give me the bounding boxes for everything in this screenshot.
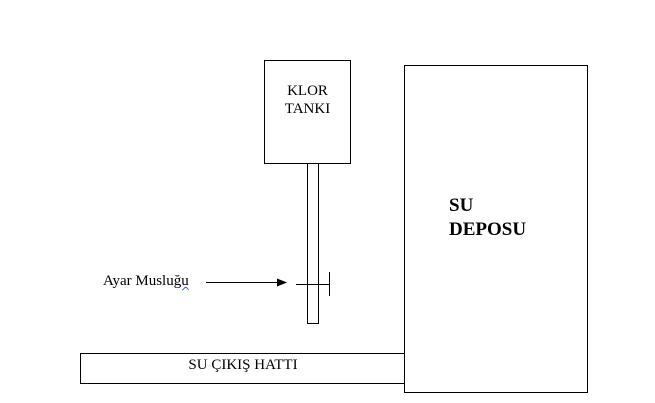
water-depot-label: SU DEPOSU (449, 194, 526, 242)
water-depot-label-line2: DEPOSU (449, 219, 527, 240)
chlorine-tank-label-line1: KLOR (287, 83, 328, 99)
valve-label-flagged: ğu (173, 273, 189, 289)
chlorine-tank-label-line2: TANKI (284, 101, 331, 117)
water-depot-label-line1: SU (449, 195, 474, 216)
chlorine-tank-label: KLOR TANKI (264, 82, 351, 118)
valve-label: Ayar Musluğu (103, 272, 189, 290)
valve-label-prefix: Ayar Muslu (103, 273, 174, 289)
outlet-line-label: SU ÇIKIŞ HATTI (188, 357, 298, 373)
feed-pipe (307, 163, 319, 324)
outlet-line-box (80, 353, 405, 384)
water-depot-box (404, 65, 588, 393)
